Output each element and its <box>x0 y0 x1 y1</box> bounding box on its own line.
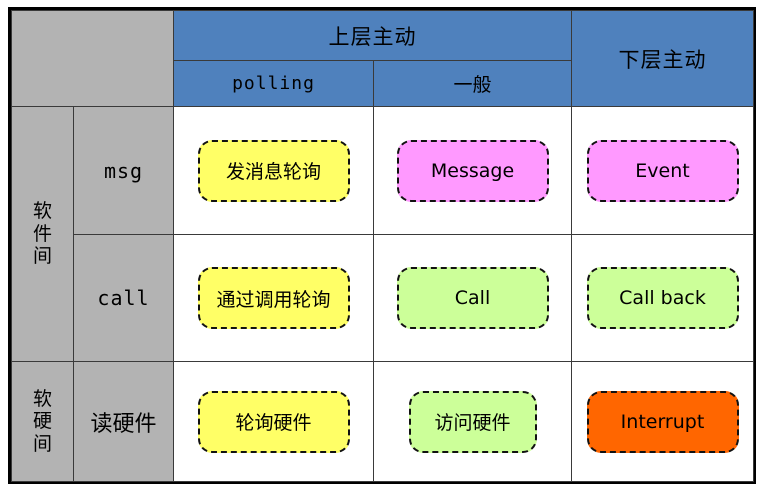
cell-inner: Event <box>572 107 753 234</box>
cell-hw-general: 访问硬件 <box>373 361 572 482</box>
row-group-label: 软件间 <box>33 200 53 268</box>
row-label-call: call <box>73 234 174 362</box>
cell-inner: Call <box>374 235 571 361</box>
cell-msg-general: Message <box>373 106 572 235</box>
cell-inner: 发消息轮询 <box>174 107 373 234</box>
header-lower-active: 下层主动 <box>571 10 754 107</box>
node-poll-hardware[interactable]: 轮询硬件 <box>197 390 350 453</box>
row-group-software-hardware: 软硬间 <box>11 361 74 482</box>
table-row: 软硬间 读硬件 轮询硬件 访问硬件 Interrupt <box>11 361 754 482</box>
cell-hw-lower: Interrupt <box>571 361 754 482</box>
header-sub-polling: polling <box>173 60 374 107</box>
row-label-read-hardware: 读硬件 <box>73 361 174 482</box>
row-group-label: 软硬间 <box>33 387 53 455</box>
node-call-back[interactable]: Call back <box>586 267 739 329</box>
row-label-msg: msg <box>73 106 174 235</box>
cell-inner: Message <box>374 107 571 234</box>
cell-call-general: Call <box>373 234 572 362</box>
row-group-software: 软件间 <box>11 106 74 362</box>
header-row-sub: polling 一般 <box>12 60 754 107</box>
node-access-hardware[interactable]: 访问硬件 <box>408 390 537 453</box>
header-sub-general: 一般 <box>373 60 572 107</box>
cell-inner: Interrupt <box>572 362 753 481</box>
cell-call-lower: Call back <box>571 234 754 362</box>
header-row-top: 上层主动 下层主动 <box>11 10 754 107</box>
cell-msg-polling: 发消息轮询 <box>173 106 374 235</box>
cell-call-polling: 通过调用轮询 <box>173 234 374 362</box>
header-corner-blank <box>11 10 174 107</box>
cell-inner: 轮询硬件 <box>174 362 373 481</box>
cell-msg-lower: Event <box>571 106 754 235</box>
cell-inner: 访问硬件 <box>374 362 571 481</box>
cell-inner: 通过调用轮询 <box>174 235 373 361</box>
node-send-msg-poll[interactable]: 发消息轮询 <box>197 139 350 202</box>
header-upper-active: 上层主动 <box>173 10 572 61</box>
node-interrupt[interactable]: Interrupt <box>586 390 739 453</box>
matrix-table: 上层主动 下层主动 polling 一般 软件间 msg 发消息轮询 <box>11 10 754 482</box>
cell-inner: Call back <box>572 235 753 361</box>
table-row: 软件间 msg 发消息轮询 Message Event <box>11 106 754 362</box>
node-event[interactable]: Event <box>586 139 739 202</box>
comparison-matrix: 上层主动 下层主动 polling 一般 软件间 msg 发消息轮询 <box>8 7 756 484</box>
node-message[interactable]: Message <box>396 139 549 202</box>
node-call[interactable]: Call <box>396 267 549 329</box>
table-row: call 通过调用轮询 Call Call back <box>12 234 754 362</box>
cell-hw-polling: 轮询硬件 <box>173 361 374 482</box>
node-poll-via-call[interactable]: 通过调用轮询 <box>197 267 350 329</box>
